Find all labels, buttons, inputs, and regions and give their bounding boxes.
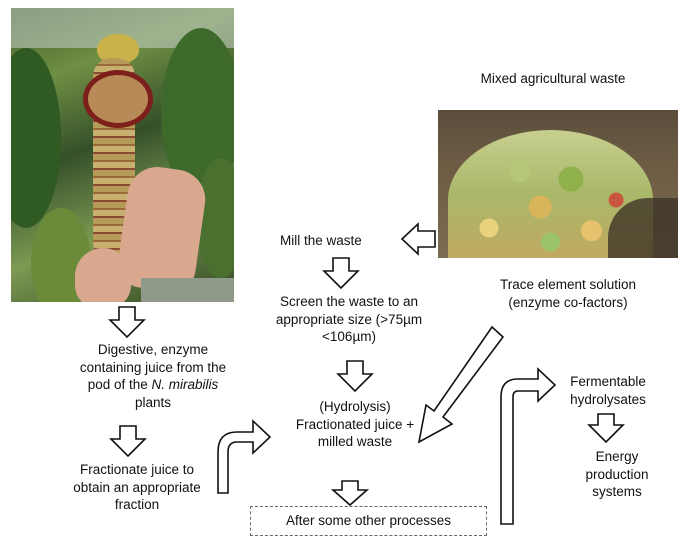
- arrow-left-to-mill: [401, 222, 437, 256]
- energy-label: Energy production systems: [572, 448, 662, 501]
- arrow-down-fermentable-energy: [588, 413, 624, 443]
- arrow-down-juice-fractionate: [110, 425, 146, 457]
- arrow-down-screen-hydrolysis: [337, 360, 373, 392]
- digestive-juice-label: Digestive, enzyme containing juice from …: [68, 341, 238, 411]
- mill-label: Mill the waste: [280, 232, 400, 250]
- arrow-bent-to-fermentable: [498, 367, 556, 525]
- arrow-down-mill-screen: [323, 257, 359, 289]
- arrow-diagonal-trace-hydrolysis: [410, 325, 505, 445]
- fractionate-label: Fractionate juice to obtain an appropria…: [62, 461, 212, 514]
- hydrolysis-label: (Hydrolysis) Fractionated juice + milled…: [290, 398, 420, 451]
- screen-label: Screen the waste to an appropriate size …: [274, 293, 424, 346]
- arrow-down-plant-juice: [109, 306, 145, 338]
- pitcher-plant-photo: [11, 8, 234, 302]
- arrow-bent-fractionate-hydrolysis: [215, 418, 271, 494]
- arrow-down-to-other: [332, 480, 368, 506]
- trace-element-label: Trace element solution (enzyme co-factor…: [488, 276, 648, 311]
- agricultural-waste-photo: [438, 110, 678, 258]
- mixed-waste-label: Mixed agricultural waste: [478, 70, 628, 88]
- other-processes-label: After some other processes: [251, 507, 486, 530]
- species-name: N. mirabilis: [152, 377, 219, 392]
- other-processes-box: After some other processes: [250, 506, 487, 536]
- fermentable-label: Fermentable hydrolysates: [558, 373, 658, 408]
- digestive-text-2: plants: [135, 395, 171, 410]
